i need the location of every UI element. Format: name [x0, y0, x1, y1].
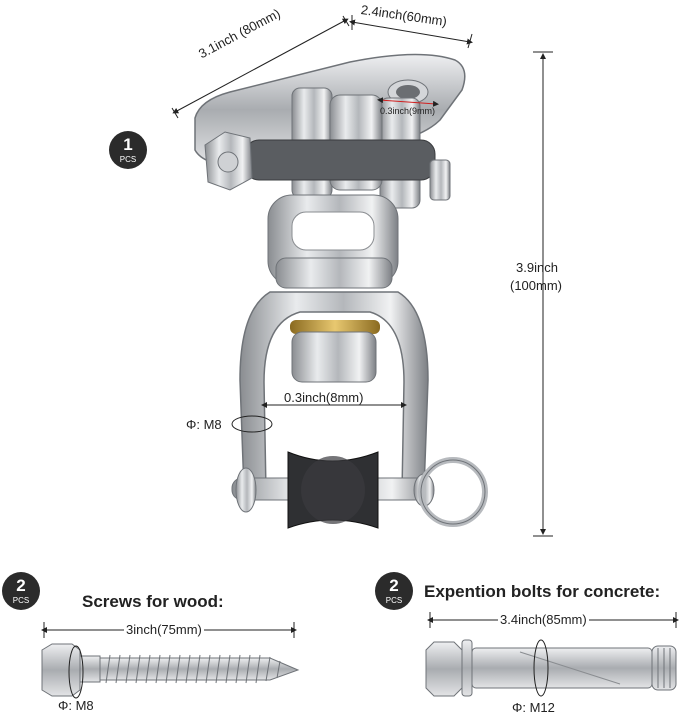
wood-screws-diameter-label: Φ: M8	[58, 698, 94, 713]
wood-screws-count-badge: 2 PCS	[2, 572, 40, 610]
wood-screws-count-unit: PCS	[12, 596, 30, 605]
height-label-line2: (100mm)	[510, 278, 563, 293]
wood-screws-count: 2	[16, 576, 26, 595]
wood-screws-title: Screws for wood:	[82, 592, 224, 611]
concrete-bolts-length-label: 3.4inch(85mm)	[498, 612, 589, 627]
plate-length-dimension	[172, 18, 349, 114]
swivel-body	[267, 194, 399, 289]
swivel-hanger-count: 1	[123, 135, 133, 154]
wood-screws-length-label: 3inch(75mm)	[124, 622, 204, 637]
pin-diameter-label: Φ: M8	[186, 417, 222, 432]
expansion-bolt-diameter-marker	[533, 639, 549, 697]
wood-screw-diameter-marker	[68, 645, 84, 699]
pin-diameter-marker	[231, 415, 273, 433]
concrete-bolts-count-badge: 2 PCS	[375, 572, 413, 610]
shackle	[231, 291, 435, 513]
concrete-bolts-title: Expention bolts for concrete:	[424, 582, 661, 601]
concrete-bolts-count: 2	[389, 576, 399, 595]
concrete-bolts-diameter-label: Φ: M12	[512, 700, 555, 715]
expansion-bolt	[425, 639, 677, 697]
swivel-hanger-count-badge: 1 PCS	[109, 131, 147, 169]
hole-size-label: 0.3inch(9mm)	[380, 106, 436, 116]
concrete-bolts-count-unit: PCS	[385, 596, 403, 605]
split-ring	[418, 457, 488, 527]
hole-dimension	[377, 97, 439, 107]
plate-width-dimension	[349, 19, 473, 45]
shackle-gap-label: 0.3inch(8mm)	[284, 390, 364, 405]
height-label-line1: 3.9inch	[516, 260, 558, 275]
nylon-roller	[287, 451, 379, 529]
swivel-hanger-count-unit: PCS	[119, 155, 137, 164]
wood-screw	[41, 643, 300, 697]
